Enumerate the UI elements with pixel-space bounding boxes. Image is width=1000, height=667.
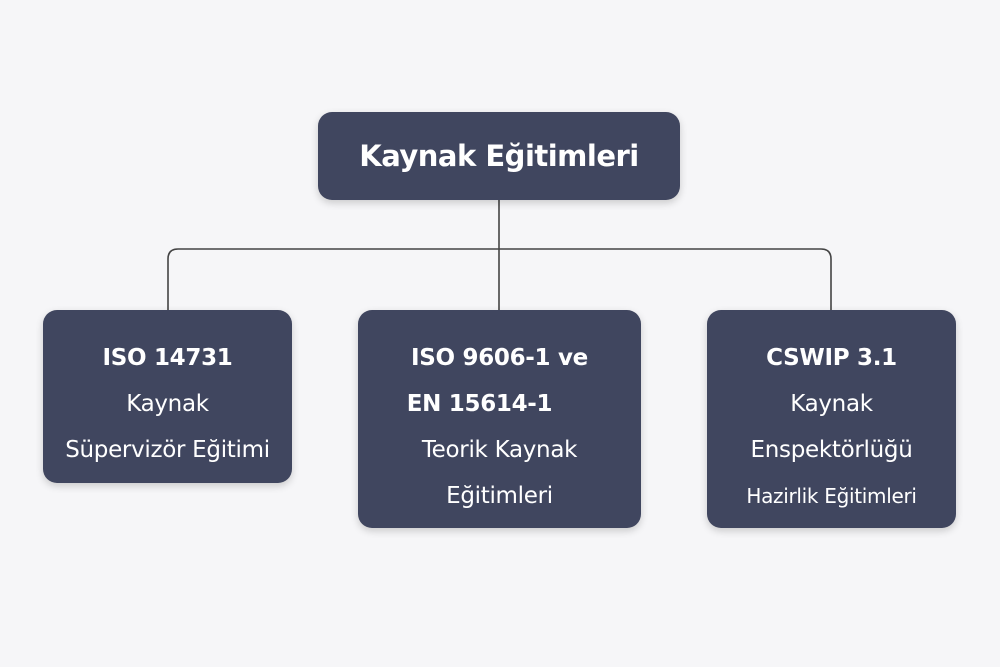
child-node-iso-14731: ISO 14731 Kaynak Süpervizör Eğitimi <box>43 310 292 483</box>
node-title: CSWIP 3.1 <box>766 345 897 371</box>
child-node-cswip: CSWIP 3.1 Kaynak Enspektörlüğü Hazirlik … <box>707 310 956 528</box>
node-text: Kaynak <box>790 391 873 417</box>
root-node-label: Kaynak Eğitimleri <box>359 139 639 173</box>
node-text: Teorik Kaynak <box>421 437 578 463</box>
node-title: ISO 9606-1 ve <box>411 345 588 371</box>
node-text: Kaynak <box>126 391 209 417</box>
node-title: EN 15614-1 <box>406 391 553 417</box>
connector-branch <box>167 248 832 310</box>
node-text: Süpervizör Eğitimi <box>65 437 270 463</box>
node-text: Enspektörlüğü <box>750 437 913 463</box>
node-title: ISO 14731 <box>102 345 233 371</box>
root-node: Kaynak Eğitimleri <box>318 112 680 200</box>
node-text: Eğitimleri <box>446 483 553 509</box>
child-node-iso-9606: ISO 9606-1 ve EN 15614-1 Teorik Kaynak E… <box>358 310 641 528</box>
node-text: Hazirlik Eğitimleri <box>746 484 917 508</box>
